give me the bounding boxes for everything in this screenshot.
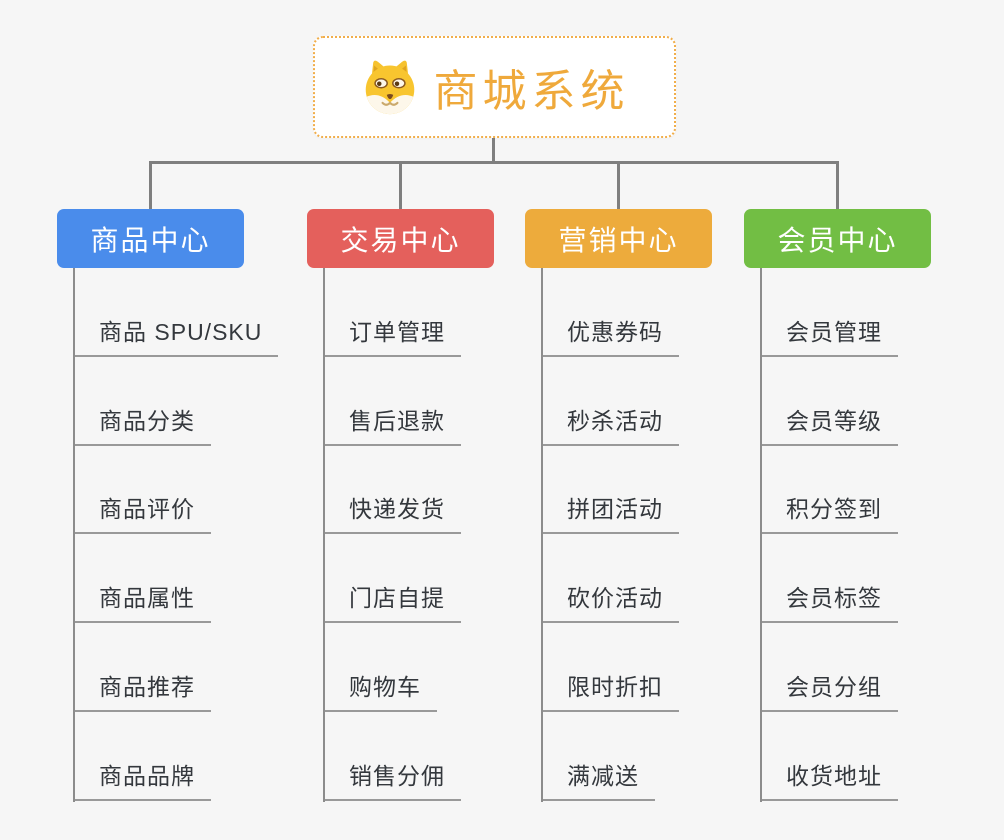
leaf-node[interactable]: 秒杀活动 [541, 402, 679, 446]
leaf-node[interactable]: 满减送 [541, 757, 655, 801]
connector-horizontal-line [149, 161, 839, 164]
leaf-node[interactable]: 商品品牌 [73, 757, 211, 801]
branch-spine-line [541, 268, 543, 802]
connector-drop-product [149, 161, 152, 210]
leaf-node[interactable]: 门店自提 [323, 579, 461, 624]
branch-spine-line [73, 268, 75, 802]
leaf-node[interactable]: 砍价活动 [541, 579, 679, 624]
leaf-node[interactable]: 快递发货 [323, 490, 461, 535]
leaf-node[interactable]: 收货地址 [760, 757, 898, 801]
connector-drop-marketing [617, 161, 620, 210]
leaf-node[interactable]: 商品 SPU/SKU [73, 313, 279, 357]
leaf-node[interactable]: 会员等级 [760, 402, 898, 446]
branch-spine-line [323, 268, 325, 802]
branch-product-center: 商品中心 商品 SPU/SKU 商品分类 商品评价 商品属性 商品推荐 商品品牌 [57, 209, 317, 802]
leaf-node[interactable]: 销售分佣 [323, 757, 461, 801]
leaf-node[interactable]: 会员管理 [760, 313, 898, 357]
connector-root-stem [492, 137, 495, 164]
branch-items: 商品 SPU/SKU 商品分类 商品评价 商品属性 商品推荐 商品品牌 [73, 268, 317, 801]
leaf-node[interactable]: 商品分类 [73, 402, 211, 446]
branch-node-product-center[interactable]: 商品中心 [57, 209, 244, 268]
branch-items: 优惠券码 秒杀活动 拼团活动 砍价活动 限时折扣 满减送 [541, 268, 785, 801]
leaf-node[interactable]: 积分签到 [760, 490, 898, 535]
leaf-node[interactable]: 限时折扣 [541, 668, 679, 712]
branch-node-marketing-center[interactable]: 营销中心 [525, 209, 712, 268]
leaf-node[interactable]: 订单管理 [323, 313, 461, 357]
root-title: 商城系统 [433, 67, 630, 116]
branch-items: 会员管理 会员等级 积分签到 会员标签 会员分组 收货地址 [760, 268, 1004, 801]
leaf-node[interactable]: 优惠券码 [541, 313, 679, 357]
branch-items: 订单管理 售后退款 快递发货 门店自提 购物车 销售分佣 [323, 268, 567, 801]
connector-drop-member [836, 161, 839, 210]
leaf-node[interactable]: 会员分组 [760, 668, 898, 712]
dog-face-icon [360, 59, 420, 115]
leaf-node[interactable]: 售后退款 [323, 402, 461, 446]
branch-node-member-center[interactable]: 会员中心 [744, 209, 931, 268]
leaf-node[interactable]: 购物车 [323, 668, 437, 712]
leaf-node[interactable]: 会员标签 [760, 579, 898, 624]
leaf-node[interactable]: 商品推荐 [73, 668, 211, 712]
leaf-node[interactable]: 商品属性 [73, 579, 211, 624]
branch-spine-line [760, 268, 762, 802]
root-node[interactable]: 商城系统 [313, 36, 676, 138]
leaf-node[interactable]: 拼团活动 [541, 490, 679, 535]
connector-drop-trade [399, 161, 402, 210]
branch-member-center: 会员中心 会员管理 会员等级 积分签到 会员标签 会员分组 收货地址 [744, 209, 1004, 802]
branch-marketing-center: 营销中心 优惠券码 秒杀活动 拼团活动 砍价活动 限时折扣 满减送 [525, 209, 785, 802]
branch-node-trade-center[interactable]: 交易中心 [307, 209, 494, 268]
branch-trade-center: 交易中心 订单管理 售后退款 快递发货 门店自提 购物车 销售分佣 [307, 209, 567, 802]
leaf-node[interactable]: 商品评价 [73, 490, 211, 535]
